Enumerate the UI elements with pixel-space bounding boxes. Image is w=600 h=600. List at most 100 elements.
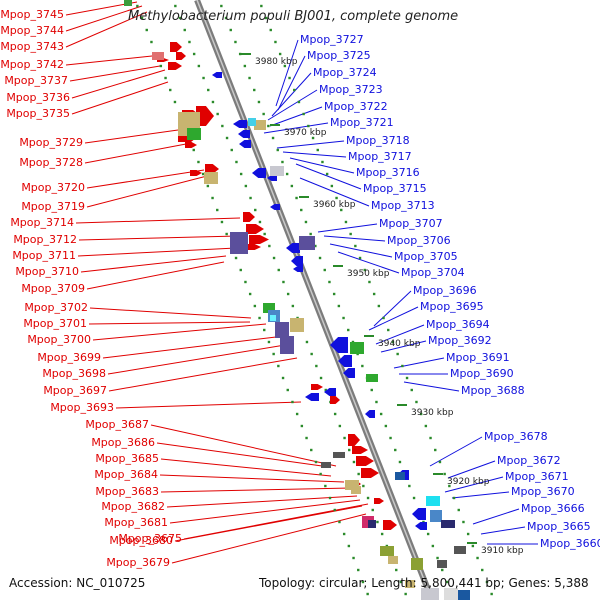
scale-label: 3980 kbp xyxy=(255,57,298,67)
track-dot xyxy=(295,412,299,416)
track-dot xyxy=(347,544,351,548)
gene-label-left: Mpop_3719 xyxy=(21,200,85,213)
track-dot xyxy=(404,592,407,596)
forward-gene xyxy=(352,446,368,454)
feature-box xyxy=(350,342,364,354)
track-dot xyxy=(434,448,437,452)
leader-line-left xyxy=(169,499,361,524)
track-dot xyxy=(159,64,163,68)
gene-label-right: Mpop_3660 xyxy=(540,537,600,550)
track-dot xyxy=(272,256,276,260)
leader-line-left xyxy=(156,442,323,467)
track-dot xyxy=(315,364,318,368)
feature-box xyxy=(204,172,218,184)
track-dot xyxy=(490,592,493,596)
feature-box xyxy=(411,558,423,570)
track-dot xyxy=(438,460,442,464)
leader-line-left xyxy=(92,323,267,341)
track-dot xyxy=(344,220,348,224)
gene-features xyxy=(124,0,470,600)
reverse-gene xyxy=(238,130,250,138)
track-dot xyxy=(410,388,413,392)
track-dot xyxy=(462,520,465,524)
leader-line-left xyxy=(160,458,332,477)
track-dot xyxy=(405,376,409,380)
track-dot xyxy=(448,484,451,488)
forward-gene xyxy=(168,62,182,70)
track-dot xyxy=(207,88,210,92)
feature-box xyxy=(275,322,289,338)
feature-box xyxy=(290,318,304,332)
track-dot xyxy=(281,160,284,164)
track-dot xyxy=(452,496,456,500)
gene-label-right: Mpop_3727 xyxy=(300,33,364,46)
feature-box xyxy=(152,52,164,60)
track-dot xyxy=(278,52,282,56)
track-dot xyxy=(302,112,305,116)
track-dot xyxy=(305,340,309,344)
forward-gene xyxy=(246,224,264,234)
track-dot xyxy=(145,28,148,32)
leader-line-right xyxy=(275,39,299,107)
track-dot xyxy=(274,40,277,44)
track-dot xyxy=(357,472,360,476)
track-dot xyxy=(263,328,266,332)
reverse-gene xyxy=(338,355,352,367)
gene-label-right: Mpop_3671 xyxy=(505,470,569,483)
track-dot xyxy=(366,592,369,596)
track-dot xyxy=(394,448,397,452)
track-dot xyxy=(253,304,257,308)
gene-label-left: Mpop_3728 xyxy=(19,156,83,169)
track-dot xyxy=(366,496,370,500)
track-dot xyxy=(349,232,352,236)
accession-text: Accession: NC_010725 xyxy=(9,576,146,590)
feature-box xyxy=(280,336,294,354)
track-dot xyxy=(277,364,280,368)
track-dot xyxy=(288,76,291,80)
leader-line-right xyxy=(329,243,393,258)
track-dot xyxy=(333,412,337,416)
feature-box xyxy=(430,510,442,522)
leader-line-right xyxy=(480,526,526,535)
gene-label-left: Mpop_3675 xyxy=(118,532,182,545)
feature-box xyxy=(454,546,466,554)
track-dot xyxy=(476,556,479,560)
track-dot xyxy=(234,40,237,44)
leader-line-right xyxy=(282,151,347,158)
track-dot xyxy=(324,484,327,488)
gene-label-left: Mpop_3735 xyxy=(6,107,70,120)
track-dot xyxy=(319,472,322,476)
track-dot xyxy=(309,232,312,236)
feature-box xyxy=(299,236,315,250)
track-dot xyxy=(290,184,294,188)
feature-box xyxy=(263,303,275,313)
track-dot xyxy=(216,112,219,116)
gene-label-right: Mpop_3707 xyxy=(379,217,443,230)
track-dot xyxy=(426,532,430,536)
track-dot xyxy=(363,268,366,272)
gene-label-left: Mpop_3687 xyxy=(85,418,149,431)
track-dot xyxy=(244,184,248,188)
feature-box xyxy=(254,120,266,130)
track-dot xyxy=(262,112,265,116)
forward-gene xyxy=(383,520,397,530)
gene-label-right: Mpop_3706 xyxy=(387,234,451,247)
leader-line-right xyxy=(276,140,345,149)
track-dot xyxy=(412,496,416,500)
track-dot xyxy=(239,172,243,176)
track-dot xyxy=(372,292,376,296)
track-dot xyxy=(297,100,301,104)
leader-line-left xyxy=(65,11,148,48)
gene-label-right: Mpop_3695 xyxy=(420,300,484,313)
forward-gene xyxy=(190,170,202,176)
track-dot xyxy=(389,436,392,440)
track-dot xyxy=(398,460,402,464)
forward-gene xyxy=(348,434,360,446)
reverse-gene xyxy=(415,522,427,530)
track-dot xyxy=(304,220,308,224)
gene-label-left: Mpop_3737 xyxy=(4,74,68,87)
feature-box xyxy=(405,580,415,588)
track-dot xyxy=(234,256,238,260)
forward-gene xyxy=(170,42,182,52)
